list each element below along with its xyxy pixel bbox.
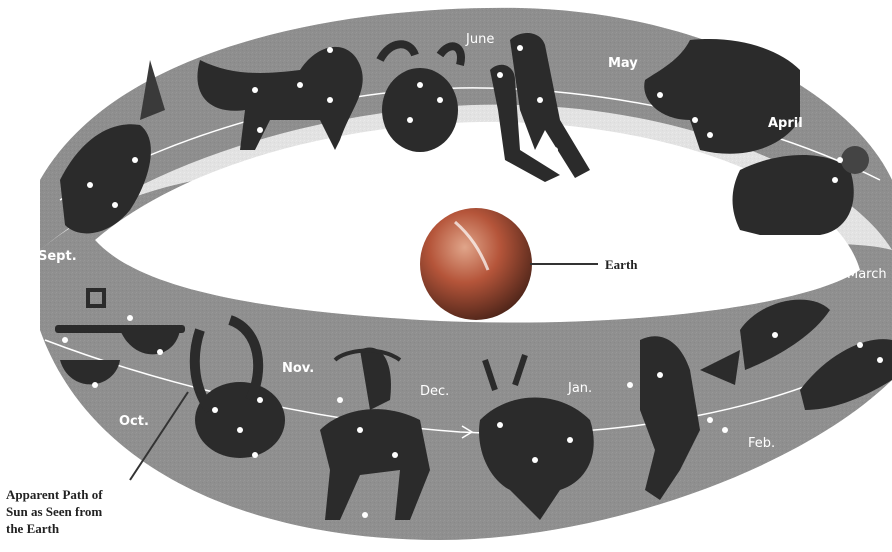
month-label-sept: Sept. [38, 249, 77, 264]
month-label-june: June [465, 32, 494, 47]
month-label-oct: Oct. [119, 414, 149, 429]
month-label-august: August [190, 185, 236, 200]
month-label-may: May [608, 56, 638, 71]
month-label-april: April [768, 116, 803, 131]
month-label-dec: Dec. [420, 384, 449, 399]
caption-line-1: Apparent Path of [6, 486, 103, 503]
caption-line-2: Sun as Seen from [6, 503, 103, 520]
earth-label: Earth [605, 257, 638, 272]
month-label-jan: Jan. [567, 381, 592, 396]
month-label-feb: Feb. [748, 436, 775, 451]
month-label-nov: Nov. [282, 361, 314, 376]
caption-line-3: the Earth [6, 520, 103, 537]
earth-globe [420, 208, 532, 320]
month-label-march: March [847, 267, 887, 282]
month-label-july: July [365, 154, 390, 169]
sun-path-caption: Apparent Path of Sun as Seen from the Ea… [6, 486, 103, 537]
